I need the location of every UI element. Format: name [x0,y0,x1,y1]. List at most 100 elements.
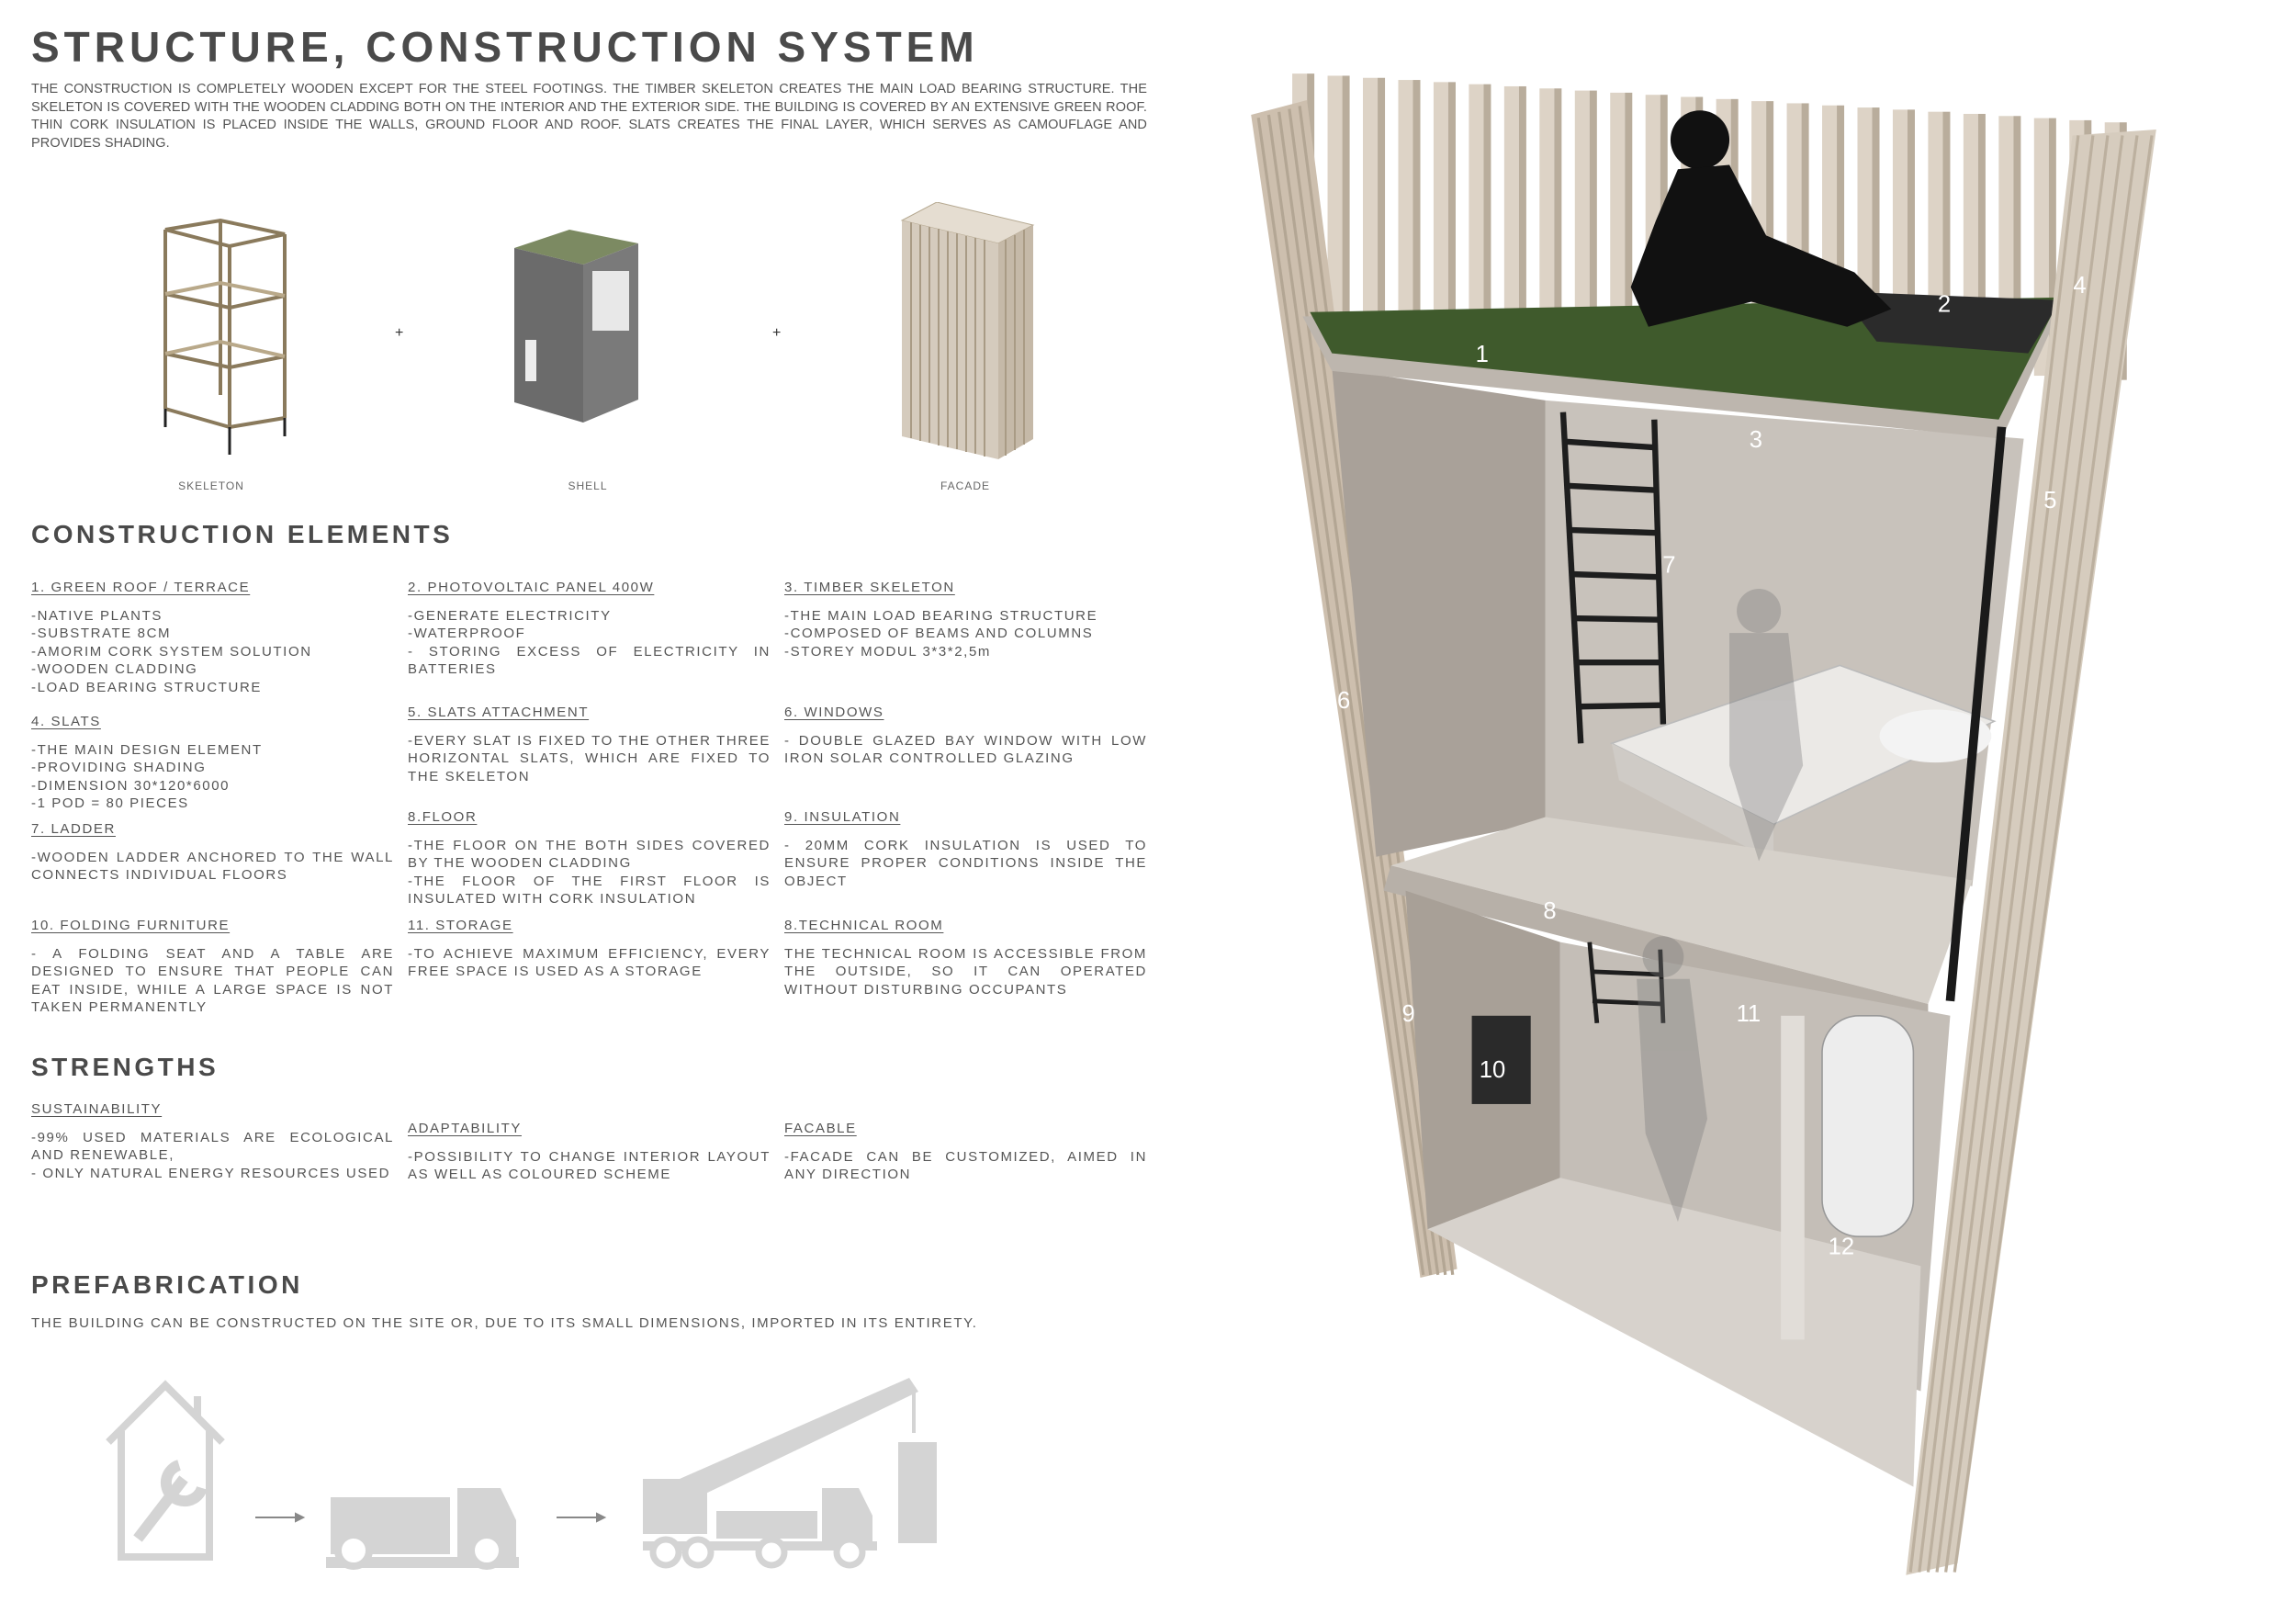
element-block: 10. FOLDING FURNITURE - A FOLDING SEAT AN… [31,917,394,1017]
element-line: -THE MAIN LOAD BEARING STRUCTURE [784,607,1098,624]
photovoltaic-panel [1840,291,2061,354]
element-text: -GENERATE ELECTRICITY-WATERPROOF- STORIN… [408,607,771,679]
element-text: - DOUBLE GLAZED BAY WINDOW WITH LOW IRON… [784,732,1147,768]
section-label: 8 [1543,898,1556,924]
slat-line [1266,114,1433,1276]
slat-shadow [1977,113,1986,372]
section-label: 3 [1750,427,1762,453]
slat [1363,77,1379,336]
element-line: -EVERY SLAT IS FIXED TO THE OTHER THREE … [408,732,771,784]
element-block: 6. WINDOWS - DOUBLE GLAZED BAY WINDOW WIT… [784,704,1147,768]
slat-shadow [1518,85,1526,344]
element-title: 3. TIMBER SKELETON [784,580,955,595]
strength-title: ADAPTABILITY [408,1121,522,1136]
slat [1610,92,1626,351]
plus-sign: + [772,325,782,341]
element-text: -TO ACHIEVE MAXIMUM EFFICIENCY, EVERY FR… [408,945,771,981]
right-slats [1908,135,2154,1573]
slat-line [1277,111,1440,1276]
construction-elements-heading: CONSTRUCTION ELEMENTS [31,520,454,548]
strength-text: -FACADE CAN BE CUSTOMIZED, AIMED IN ANY … [784,1148,1147,1184]
slat-line [1953,135,2154,1573]
element-block: 1. GREEN ROOF / TERRACE -NATIVE PLANTS -SU… [31,579,394,696]
section-label: 10 [1480,1057,1506,1083]
element-text: - 20MM CORK INSULATION IS USED TO ENSURE… [784,837,1147,891]
strength-block: FACABLE -FACADE CAN BE CUSTOMIZED, AIMED … [784,1120,1147,1184]
prefabrication-text: THE BUILDING CAN BE CONSTRUCTED ON THE S… [31,1315,978,1331]
element-text: -THE MAIN DESIGN ELEMENT-PROVIDING SHADI… [31,741,394,813]
caption-skeleton: SKELETON [178,479,244,492]
slat-line [1908,135,2080,1573]
intro-paragraph: THE CONSTRUCTION IS COMPLETELY WOODEN EX… [31,82,1147,151]
section-label: 7 [1662,552,1675,578]
element-line: -DIMENSION 30*120*6000 [31,777,231,794]
element-text: -NATIVE PLANTS-SUBSTRATE 8CM-AMORIM CORK… [31,607,394,697]
section-label: 9 [1402,1001,1415,1027]
element-line: -LOAD BEARING STRUCTURE [31,679,262,695]
element-line: -GENERATE ELECTRICITY [408,607,612,624]
element-text: THE TECHNICAL ROOM IS ACCESSIBLE FROM TH… [784,945,1147,999]
slat [1503,85,1519,344]
slat-line [1256,117,1425,1276]
section-label: 6 [1337,688,1350,714]
house-wrench-icon [106,1380,225,1561]
element-line: -WATERPROOF [408,626,526,641]
strength-line: -FACADE CAN BE CUSTOMIZED, AIMED IN ANY … [784,1148,1147,1183]
caption-facade: FACADE [940,479,990,492]
slat-shadow [1589,90,1597,349]
element-line: -THE FLOOR ON THE BOTH SIDES COVERED BY … [408,837,771,872]
slat [1398,80,1413,338]
truck-icon [326,1488,519,1570]
element-line: - A FOLDING SEAT AND A TABLE ARE DESIGNE… [31,945,394,1016]
element-block: 3. TIMBER SKELETON -THE MAIN LOAD BEARING… [784,579,1147,660]
section-label: 5 [2043,488,2056,513]
element-block: 9. INSULATION- 20MM CORK INSULATION IS U… [784,808,1147,890]
strengths-heading: STRENGTHS [31,1053,219,1081]
element-line: -TO ACHIEVE MAXIMUM EFFICIENCY, EVERY FR… [408,945,771,980]
strength-line: -POSSIBILITY TO CHANGE INTERIOR LAYOUT A… [408,1148,771,1183]
element-title: 6. WINDOWS [784,705,884,720]
section-label: 1 [1476,342,1489,367]
strength-line: -99% USED MATERIALS ARE ECOLOGICAL AND R… [31,1129,394,1164]
element-line: THE TECHNICAL ROOM IS ACCESSIBLE FROM TH… [784,945,1147,998]
element-title: 8.FLOOR [408,809,478,825]
element-title: 10. FOLDING FURNITURE [31,918,231,933]
slat-shadow [1907,109,1915,367]
strength-line: - ONLY NATURAL ENERGY RESOURCES USED [31,1165,391,1181]
slat [1574,90,1590,349]
strength-block: SUSTAINABILITY-99% USED MATERIALS ARE EC… [31,1100,394,1182]
person-silhouette [1630,110,1892,327]
strength-title: FACABLE [784,1121,857,1136]
skeleton-drawing [163,218,287,455]
lower-ladder [1587,942,1666,1024]
upper-left-wall [1332,367,1546,857]
page-title: STRUCTURE, CONSTRUCTION SYSTEM [31,23,979,71]
element-title: 1. GREEN ROOF / TERRACE [31,580,251,595]
slat-shadow [1766,101,1774,359]
folding-seat [1471,1015,1531,1104]
slat [1469,84,1484,343]
element-line: -WOODEN CLADDING [31,661,198,677]
element-line: -PROVIDING SHADING [31,760,207,775]
slat-shadow [2013,116,2021,374]
ladder [1559,412,1667,744]
element-line: -NATIVE PLANTS [31,607,163,624]
strength-text: -POSSIBILITY TO CHANGE INTERIOR LAYOUT A… [408,1148,771,1184]
slat-shadow [1483,84,1491,343]
element-title: 11. STORAGE [408,918,513,933]
slat-line [1926,135,2110,1573]
strength-text: -99% USED MATERIALS ARE ECOLOGICAL AND R… [31,1129,394,1183]
slat-shadow [1342,75,1350,333]
element-line: -SUBSTRATE 8CM [31,626,172,641]
element-line: -WOODEN LADDER ANCHORED TO THE WALL CONN… [31,849,394,884]
slat-line [1944,135,2139,1573]
element-block: 7. LADDER-WOODEN LADDER ANCHORED TO THE … [31,820,394,885]
prefabrication-icons [106,1378,937,1570]
element-title: 4. SLATS [31,714,101,729]
slat-line [1918,135,2095,1573]
slat-shadow [1872,107,1880,366]
slat-shadow [1378,77,1386,336]
slat [1327,75,1343,333]
